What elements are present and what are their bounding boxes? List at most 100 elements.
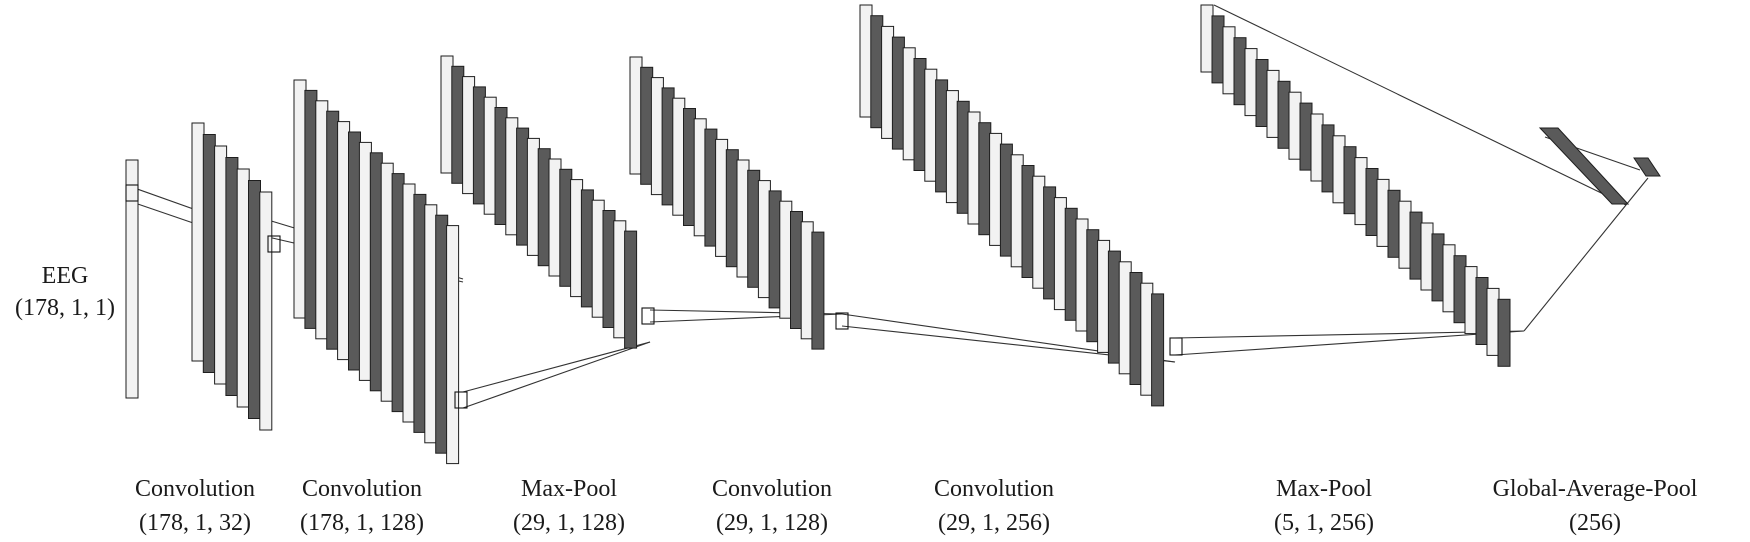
layer-label-conv2: Convolution (178, 1, 128) — [300, 472, 424, 540]
dark-feature-slab — [225, 157, 239, 396]
light-feature-slab — [1075, 218, 1089, 332]
dark-feature-slab — [1107, 250, 1121, 364]
dark-feature-slab — [1365, 168, 1379, 236]
receptive-field-box — [454, 391, 468, 409]
light-feature-slab — [1032, 175, 1046, 289]
conv2-feature-map-stack — [293, 79, 460, 465]
dark-feature-slab — [1475, 277, 1489, 345]
dark-feature-slab — [1409, 211, 1423, 280]
dark-feature-slab — [451, 65, 465, 184]
dark-feature-slab — [978, 122, 992, 236]
dark-feature-slab — [1299, 102, 1313, 171]
eeg-input-slab-stack — [125, 159, 139, 399]
layer-label-conv4: Convolution (29, 1, 256) — [934, 472, 1054, 540]
light-feature-slab — [989, 132, 1003, 246]
dark-feature-slab — [580, 189, 594, 308]
dark-feature-slab — [1277, 80, 1291, 149]
dark-feature-slab — [891, 36, 905, 150]
light-feature-slab — [613, 220, 627, 339]
layer-label-conv3: Convolution (29, 1, 128) — [712, 472, 832, 540]
light-feature-slab — [1288, 91, 1302, 160]
light-feature-slab — [1310, 113, 1324, 182]
dark-feature-slab — [326, 110, 340, 350]
light-feature-slab — [358, 141, 372, 381]
layer-name: Convolution — [134, 476, 256, 502]
global-average-pool-shapes — [1538, 127, 1661, 205]
light-feature-slab — [1140, 282, 1154, 396]
dark-feature-slab — [202, 134, 216, 373]
light-feature-slab — [462, 76, 476, 195]
dark-feature-slab — [935, 79, 949, 193]
light-feature-slab — [402, 183, 416, 423]
light-feature-slab — [1053, 197, 1067, 311]
connection-line — [1625, 177, 1649, 206]
layer-label-global-average-pool: Global-Average-Pool (256) — [1493, 472, 1698, 540]
light-feature-slab — [1222, 26, 1236, 95]
light-feature-slab — [505, 117, 519, 236]
conv3-feature-map-stack — [629, 56, 825, 350]
dark-feature-slab — [1343, 146, 1357, 215]
connection-line — [1174, 330, 1525, 356]
light-feature-slab — [483, 96, 497, 215]
layer-label-maxpool1: Max-Pool (29, 1, 128) — [513, 472, 625, 540]
light-feature-slab — [1332, 135, 1346, 204]
receptive-field-box — [1169, 337, 1183, 356]
light-feature-slab — [881, 25, 895, 139]
dark-feature-slab — [472, 86, 486, 205]
receptive-field-box — [641, 307, 655, 325]
light-feature-slab — [902, 47, 916, 161]
global-average-pool-slab — [1538, 127, 1630, 205]
light-feature-slab — [125, 159, 139, 399]
light-feature-slab — [591, 199, 605, 318]
light-feature-slab — [1420, 222, 1434, 291]
light-feature-slab — [1266, 69, 1280, 138]
conv1-feature-map-stack — [191, 122, 273, 431]
light-feature-slab — [380, 162, 394, 402]
eeg-input-name: EEG — [41, 263, 89, 289]
dark-feature-slab — [956, 100, 970, 214]
light-feature-slab — [337, 121, 351, 361]
layer-label-maxpool2: Max-Pool (5, 1, 256) — [1274, 472, 1374, 540]
layer-shape: (178, 1, 128) — [300, 510, 424, 536]
connection-line — [1523, 204, 1627, 332]
connection-line — [1213, 4, 1627, 206]
dark-feature-slab — [435, 214, 449, 454]
receptive-field-box — [835, 312, 849, 330]
dark-feature-slab — [602, 210, 616, 328]
layer-label-conv1: Convolution (178, 1, 32) — [135, 472, 255, 540]
layer-shape: (178, 1, 32) — [139, 510, 251, 536]
connection-line — [462, 341, 651, 393]
dark-feature-slab — [1086, 229, 1100, 343]
dark-feature-slab — [1151, 293, 1165, 407]
light-feature-slab — [967, 111, 981, 225]
dark-feature-slab — [494, 107, 508, 225]
dark-feature-slab — [516, 127, 530, 246]
light-feature-slab — [1118, 261, 1132, 375]
light-feature-slab — [191, 122, 205, 362]
eeg-input-shape: (178, 1, 1) — [15, 295, 115, 321]
light-feature-slab — [548, 158, 562, 277]
global-average-pool-output — [1633, 157, 1661, 177]
receptive-field-boxes — [125, 184, 1183, 409]
dark-feature-slab — [1211, 15, 1225, 84]
dark-feature-slab — [559, 168, 573, 287]
dark-feature-slab — [1064, 207, 1078, 321]
dark-feature-slab — [913, 58, 927, 171]
light-feature-slab — [440, 55, 454, 174]
dark-feature-slab — [537, 148, 551, 267]
dark-feature-slab — [870, 15, 884, 129]
dark-feature-slab — [304, 89, 318, 329]
layer-shape: (29, 1, 128) — [513, 510, 625, 536]
layer-shape: (29, 1, 256) — [938, 510, 1050, 536]
light-feature-slab — [1097, 239, 1111, 353]
light-feature-slab — [859, 4, 873, 118]
light-feature-slab — [214, 145, 228, 385]
dark-feature-slab — [1043, 186, 1057, 300]
eeg-input-label: EEG (178, 1, 1) — [2, 260, 128, 324]
light-feature-slab — [1010, 154, 1024, 268]
light-feature-slab — [1442, 244, 1456, 313]
dark-feature-slab — [413, 193, 427, 433]
light-feature-slab — [446, 225, 460, 465]
light-feature-slab — [1486, 287, 1500, 356]
layer-name: Global-Average-Pool — [1492, 476, 1698, 502]
